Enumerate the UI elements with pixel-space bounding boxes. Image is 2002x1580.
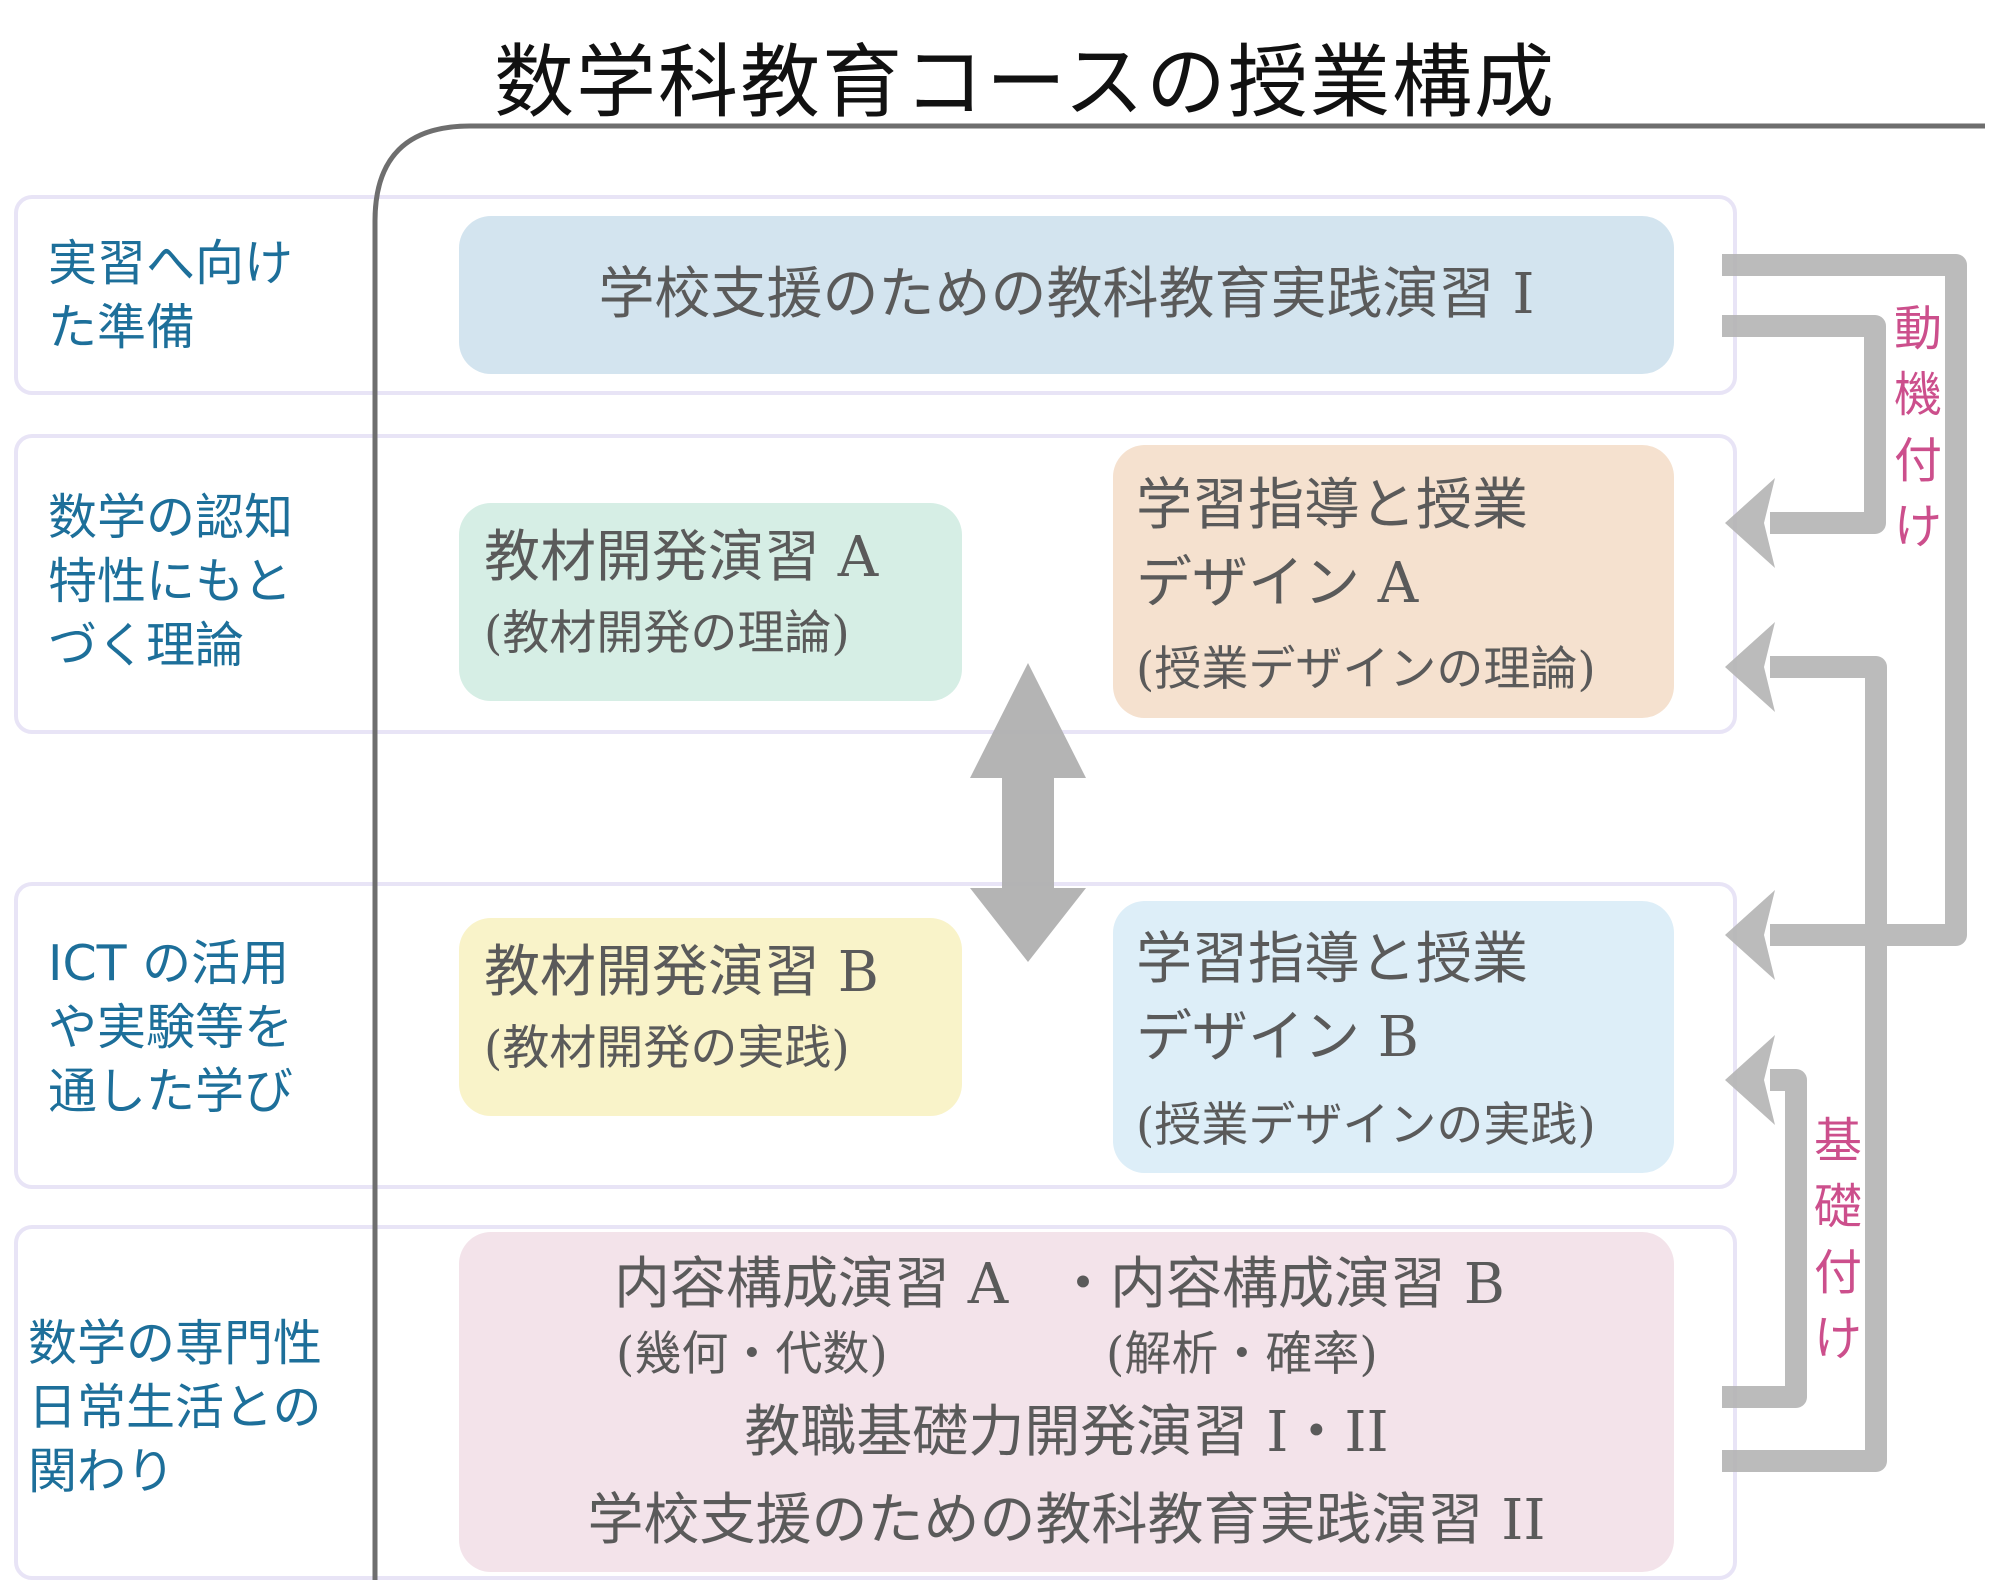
course-material-b: 教材開発演習 B (教材開発の実践)	[459, 918, 962, 1116]
course-content-a-subtitle: (幾何・代数)	[616, 1327, 888, 1382]
course-content-b: 内容構成演習 B	[1110, 1252, 1505, 1317]
course-foundation: 内容構成演習 A ・ 内容構成演習 B (幾何・代数) (解析・確率) 教職基礎…	[459, 1232, 1674, 1572]
row-label-expertise: 数学の専門性 日常生活との 関わり	[28, 1315, 323, 1500]
course-material-a-title: 教材開発演習 A	[484, 525, 879, 590]
course-design-b-title: 学習指導と授業 デザイン B	[1136, 927, 1528, 1070]
arrowhead-design-a-bottom	[1725, 622, 1775, 712]
foundation-label: 基 礎 付 け	[1813, 1113, 1862, 1367]
course-material-b-subtitle: (教材開発の実践)	[484, 1021, 850, 1076]
course-teaching-skills: 教職基礎力開発演習 I・II	[744, 1400, 1389, 1465]
foundation-arrow-inner	[1722, 1069, 1807, 1408]
foundation-arrow-outer	[1722, 656, 1887, 1472]
course-practice-1-title: 学校支援のための教科教育実践演習 I	[598, 262, 1535, 327]
course-design-b: 学習指導と授業 デザイン B (授業デザインの実践)	[1113, 901, 1674, 1173]
motivation-arrow-outer	[1722, 254, 1967, 946]
course-separator: ・	[1055, 1252, 1111, 1317]
course-content-b-subtitle: (解析・確率)	[1106, 1327, 1378, 1382]
course-content-a: 内容構成演習 A	[614, 1252, 1009, 1317]
course-design-a-title: 学習指導と授業 デザイン A	[1136, 473, 1528, 616]
row-label-preparation: 実習へ向け た準備	[48, 235, 294, 356]
page-title: 数学科教育コースの授業構成	[494, 36, 1556, 129]
arrowhead-design-b-top	[1725, 890, 1775, 980]
course-design-b-subtitle: (授業デザインの実践)	[1136, 1098, 1596, 1153]
double-arrow	[970, 663, 1086, 962]
arrowhead-design-b-bottom	[1725, 1035, 1775, 1125]
course-practice-2: 学校支援のための教科教育実践演習 II	[587, 1488, 1546, 1553]
course-design-a-subtitle: (授業デザインの理論)	[1136, 642, 1596, 697]
course-material-a: 教材開発演習 A (教材開発の理論)	[459, 503, 962, 701]
course-practice-1: 学校支援のための教科教育実践演習 I	[459, 216, 1674, 374]
arrowhead-design-a-top	[1725, 478, 1775, 568]
motivation-label: 動 機 付 け	[1893, 301, 1942, 555]
motivation-arrow-inner	[1722, 315, 1886, 534]
row-label-theory: 数学の認知 特性にもと づく理論	[48, 489, 294, 674]
course-material-b-title: 教材開発演習 B	[484, 940, 879, 1005]
frame-line	[372, 123, 1985, 1580]
row-label-practice: ICT の活用 や実験等を 通した学び	[48, 935, 294, 1120]
course-material-a-subtitle: (教材開発の理論)	[484, 606, 850, 661]
course-design-a: 学習指導と授業 デザイン A (授業デザインの理論)	[1113, 445, 1674, 718]
